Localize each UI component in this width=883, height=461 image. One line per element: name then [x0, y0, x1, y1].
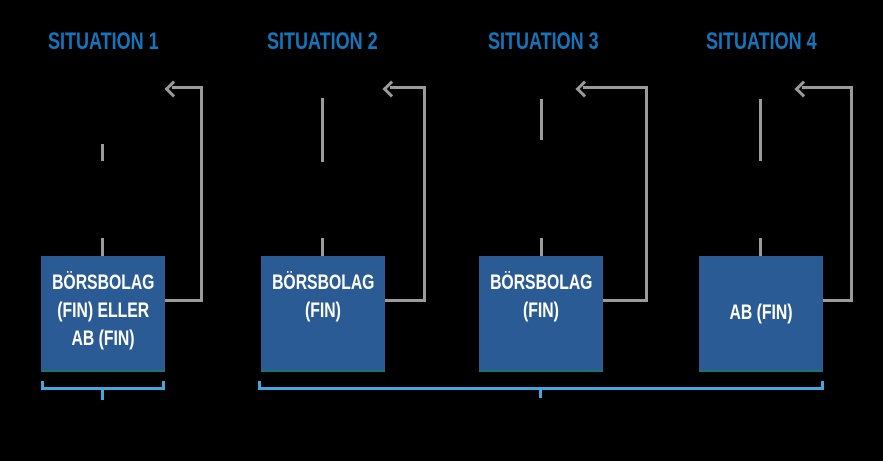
situation-1-arrow-left-icon — [164, 80, 182, 98]
situation-3-arrow-connector — [603, 299, 648, 302]
brace-center-tail — [101, 390, 104, 400]
brace-end-left — [258, 381, 261, 390]
brace-line — [258, 387, 824, 390]
situation-1-title: SITUATION 1 — [48, 28, 159, 55]
situation-3-company-box: BÖRSBOLAG (FIN) — [479, 256, 603, 372]
situation-2-arrow-shaft-right — [423, 86, 426, 302]
company-box-label-line: AB (FIN) — [71, 327, 135, 350]
company-box-label-line: (FIN) — [523, 299, 559, 322]
situation-4-company-box: AB (FIN) — [699, 256, 823, 372]
situation-1-arrow-shaft-top — [172, 86, 203, 89]
situation-4-arrow-connector — [823, 299, 853, 302]
brace-line — [41, 387, 165, 390]
situation-2-company-box: BÖRSBOLAG (FIN) — [261, 256, 385, 372]
situation-3-arrow-left-icon — [575, 80, 593, 98]
situation-3-arrow-shaft-right — [645, 86, 648, 302]
situation-4-owner-line-lower — [759, 238, 762, 256]
situation-4-arrow-left-icon — [794, 80, 812, 98]
situation-4-arrow-shaft-right — [850, 86, 853, 302]
brace-end-right — [162, 381, 165, 390]
brace-end-right — [821, 381, 824, 390]
situation-2-arrow-connector — [385, 299, 426, 302]
situation-1-arrow-connector — [165, 299, 203, 302]
brace-end-left — [41, 381, 44, 390]
situation-3-title: SITUATION 3 — [488, 28, 599, 55]
situation-1-company-box: BÖRSBOLAG (FIN) ELLER AB (FIN) — [41, 256, 165, 372]
company-box-label-line: BÖRSBOLAG — [271, 271, 375, 294]
situation-2-arrow-shaft-top — [390, 86, 426, 89]
situation-4-title: SITUATION 4 — [706, 28, 817, 55]
situation-4-arrow-shaft-top — [802, 86, 853, 89]
company-box-label-line: BÖRSBOLAG — [51, 271, 155, 294]
situation-4-owner-line-upper — [759, 99, 762, 161]
brace-center-tail — [539, 390, 542, 398]
situation-1-owner-line-upper — [101, 144, 104, 161]
situation-1-owner-line-lower — [101, 238, 104, 256]
company-box-label-line: (FIN) — [305, 299, 341, 322]
company-box-label-line: BÖRSBOLAG — [489, 271, 593, 294]
company-box-label-line: AB (FIN) — [729, 301, 793, 324]
situation-3-owner-line-lower — [540, 238, 543, 256]
situation-1-arrow-shaft-right — [200, 86, 203, 302]
company-box-label-line: (FIN) ELLER — [57, 299, 149, 322]
situation-2-owner-line-upper — [321, 98, 324, 162]
situation-2-title: SITUATION 2 — [267, 28, 378, 55]
situation-2-owner-line-lower — [321, 238, 324, 256]
situation-3-owner-line-upper — [540, 99, 543, 140]
situation-3-arrow-shaft-top — [583, 86, 648, 89]
situation-2-arrow-left-icon — [382, 80, 400, 98]
